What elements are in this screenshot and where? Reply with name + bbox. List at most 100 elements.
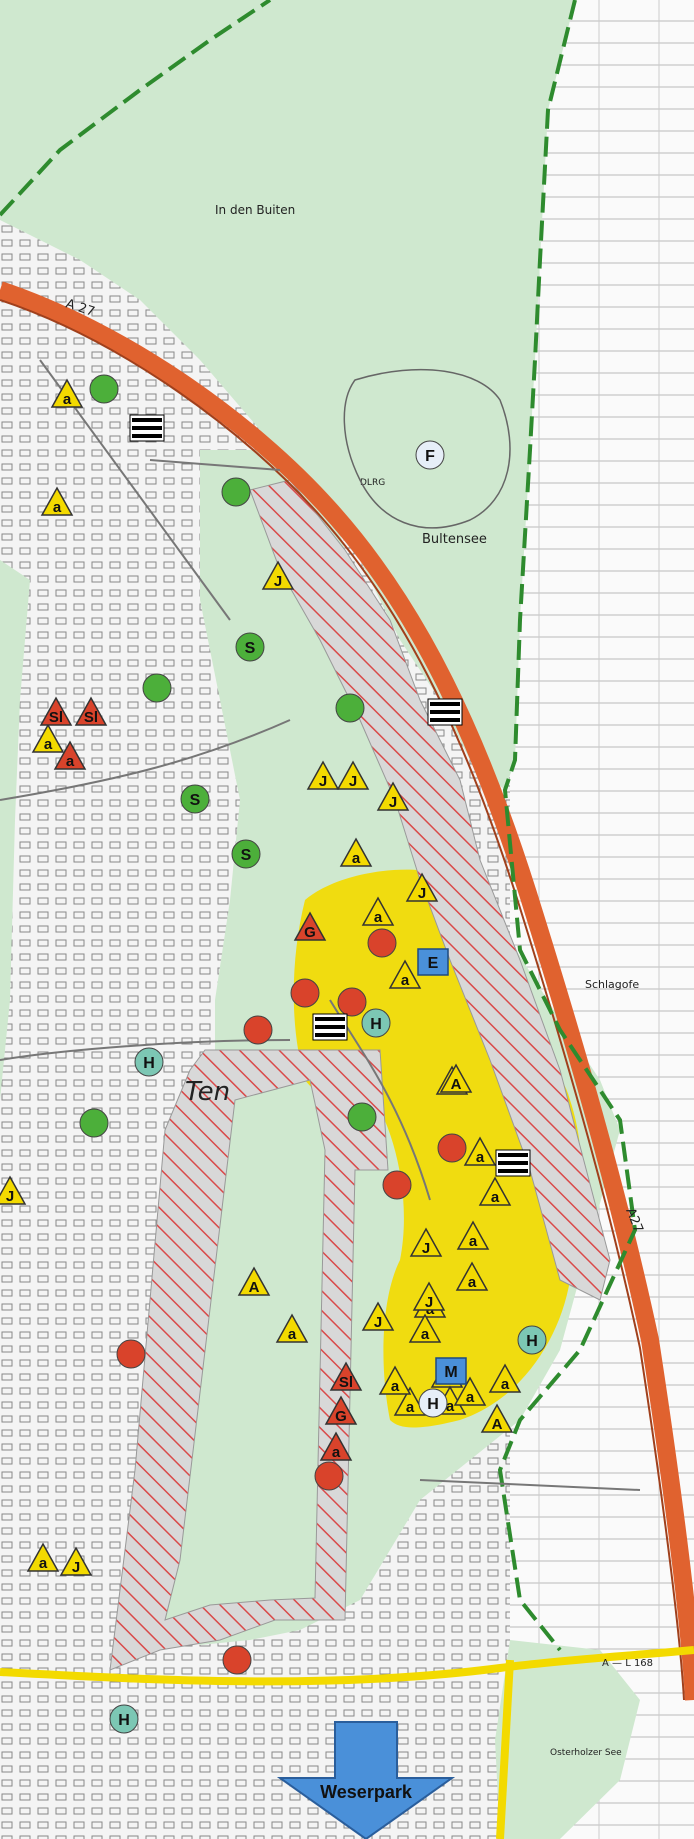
marker-J-2[interactable]: J (336, 760, 370, 790)
marker-G-0[interactable]: G (293, 911, 327, 941)
marker-H-0-label: H (143, 1055, 155, 1072)
marker-a-7[interactable]: a (463, 1136, 497, 1166)
marker-red-2[interactable] (337, 987, 367, 1017)
marker-a-12[interactable]: a (408, 1313, 442, 1343)
marker-J-7[interactable]: J (412, 1281, 446, 1311)
marker-a-9[interactable]: a (456, 1220, 490, 1250)
marker-F-0[interactable]: F (415, 440, 445, 470)
marker-J-3-label: J (389, 794, 397, 811)
marker-H-1[interactable]: H (361, 1008, 391, 1038)
crossing-0[interactable] (129, 414, 165, 442)
label-in-den-buiten: In den Buiten (215, 203, 295, 217)
marker-G-0-label: G (304, 924, 316, 941)
marker-Sl-2[interactable]: Sl (329, 1361, 363, 1391)
marker-J-3[interactable]: J (376, 781, 410, 811)
marker-a-5-label: a (401, 972, 410, 989)
marker-A-1[interactable]: A (480, 1403, 514, 1433)
marker-A-2[interactable]: A (439, 1063, 473, 1093)
marker-green-1[interactable] (221, 477, 251, 507)
marker-a-1[interactable]: a (40, 486, 74, 516)
marker-red-0[interactable] (367, 928, 397, 958)
marker-E-0[interactable]: E (417, 948, 449, 976)
marker-G-1-label: G (335, 1408, 347, 1425)
marker-a-7-label: a (476, 1149, 485, 1166)
marker-red-7[interactable] (314, 1461, 344, 1491)
marker-Sl-0[interactable]: Sl (39, 696, 73, 726)
marker-a-5[interactable]: a (388, 959, 422, 989)
marker-red-5[interactable] (382, 1170, 412, 1200)
marker-a-18-label: a (288, 1326, 297, 1343)
marker-red-6[interactable] (116, 1339, 146, 1369)
marker-a-4[interactable]: a (361, 896, 395, 926)
marker-S-1[interactable]: S (180, 784, 210, 814)
marker-green-5[interactable] (347, 1102, 377, 1132)
label-dlrg: DLRG (360, 478, 385, 488)
marker-J-0[interactable]: J (261, 560, 295, 590)
marker-a-10[interactable]: a (455, 1261, 489, 1291)
marker-red-1[interactable] (290, 978, 320, 1008)
marker-a-17[interactable]: a (393, 1386, 427, 1416)
marker-a-0[interactable]: a (50, 378, 84, 408)
marker-green-0[interactable] (89, 374, 119, 404)
marker-green-4[interactable] (79, 1108, 109, 1138)
label-l168: A — L 168 (602, 1658, 653, 1669)
marker-a-20[interactable]: a (26, 1542, 60, 1572)
marker-Sl-1[interactable]: Sl (74, 696, 108, 726)
marker-H-0[interactable]: H (134, 1047, 164, 1077)
marker-J-8[interactable]: J (59, 1546, 93, 1576)
motorway-a27 (0, 281, 694, 1701)
marker-green-2[interactable] (142, 673, 172, 703)
marker-J-8-label: J (72, 1559, 80, 1576)
marker-a-18[interactable]: a (275, 1313, 309, 1343)
marker-a-2[interactable]: a (31, 723, 65, 753)
marker-a-red-0[interactable]: a (53, 740, 87, 770)
marker-a-red-1[interactable]: a (319, 1431, 353, 1461)
crossing-2[interactable] (312, 1013, 348, 1041)
marker-J-7-label: J (425, 1294, 433, 1311)
marker-a-0-label: a (63, 391, 72, 408)
marker-a-9-label: a (469, 1233, 478, 1250)
marker-a-3[interactable]: a (339, 837, 373, 867)
marker-a-8[interactable]: a (478, 1176, 512, 1206)
marker-a-20-label: a (39, 1555, 48, 1572)
marker-J-5-label: J (422, 1240, 430, 1257)
marker-a-19[interactable]: a (378, 1365, 412, 1395)
marker-A-0[interactable]: A (237, 1266, 271, 1296)
marker-J-0-label: J (274, 573, 282, 590)
marker-S-2[interactable]: S (231, 839, 261, 869)
marker-J-5[interactable]: J (409, 1227, 443, 1257)
marker-red-8[interactable] (222, 1645, 252, 1675)
marker-J-9[interactable]: J (0, 1175, 27, 1205)
marker-a-red-0-label: a (66, 753, 75, 770)
marker-H-4[interactable]: H (418, 1388, 448, 1418)
marker-J-9-label: J (6, 1188, 14, 1205)
crossing-1[interactable] (427, 698, 463, 726)
marker-H-3[interactable]: H (109, 1704, 139, 1734)
marker-H-3-label: H (118, 1712, 130, 1729)
marker-S-2-label: S (241, 847, 252, 864)
marker-G-1[interactable]: G (324, 1395, 358, 1425)
marker-a-14[interactable]: a (488, 1363, 522, 1393)
marker-red-3[interactable] (243, 1015, 273, 1045)
motorway-a27-edge (0, 299, 685, 1701)
marker-green-3[interactable] (335, 693, 365, 723)
road-l168 (0, 1646, 694, 1686)
marker-H-2[interactable]: H (517, 1325, 547, 1355)
marker-S-1-label: S (190, 792, 201, 809)
marker-S-0-label: S (245, 640, 256, 657)
weserpark-arrow[interactable]: Weserpark (276, 1721, 456, 1839)
crossing-3[interactable] (495, 1149, 531, 1177)
marker-J-1[interactable]: J (306, 760, 340, 790)
marker-J-4[interactable]: J (405, 872, 439, 902)
marker-red-4[interactable] (437, 1133, 467, 1163)
west-green-strip (0, 560, 30, 1100)
marker-a-16[interactable]: a (453, 1376, 487, 1406)
marker-J-6[interactable]: J (361, 1301, 395, 1331)
marker-a-2-label: a (44, 736, 53, 753)
marker-a-red-1-label: a (332, 1444, 341, 1461)
marker-J-2-label: J (349, 773, 357, 790)
marker-S-0[interactable]: S (235, 632, 265, 662)
marker-M-0[interactable]: M (435, 1357, 467, 1385)
marker-A-0-label: A (249, 1279, 260, 1296)
